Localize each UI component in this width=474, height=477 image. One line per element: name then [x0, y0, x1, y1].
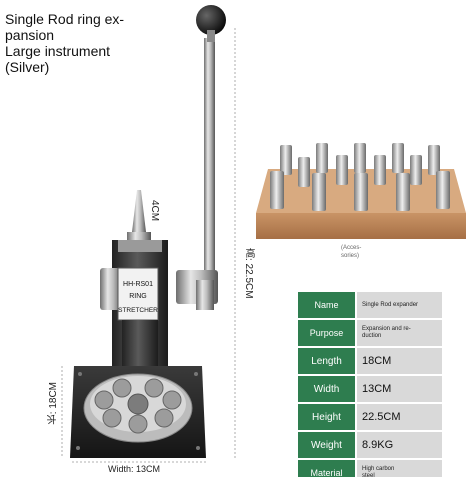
spec-table: Name Single Rod expander Purpose Expansi… [298, 292, 442, 477]
spec-value: High carbon steel [357, 460, 442, 477]
spec-value: 13CM [357, 376, 442, 402]
spec-row-name: Name Single Rod expander [298, 292, 442, 318]
plate-ring-text: RING [129, 293, 147, 300]
spec-value: Expansion and re- duction [357, 320, 442, 346]
spec-row-material: Material High carbon steel [298, 460, 442, 477]
spec-value: 18CM [357, 348, 442, 374]
product-title: Single Rod ring ex- pansion Large instru… [5, 11, 124, 75]
dimension-height: 高: 22.5CM [243, 248, 254, 299]
spec-label: Height [298, 404, 355, 430]
title-line-3: Large instrument [5, 43, 111, 59]
plate-stretcher-text: STRETCHER [118, 307, 158, 314]
name-plate [117, 267, 159, 321]
spec-value: Single Rod expander [357, 292, 442, 318]
spec-row-width: Width 13CM [298, 376, 442, 402]
dimension-top: 4CM [149, 200, 160, 222]
dimension-width: Width: 13CM [108, 464, 161, 474]
spec-label: Length [298, 348, 355, 374]
spec-row-length: Length 18CM [298, 348, 442, 374]
spec-row-height: Height 22.5CM [298, 404, 442, 430]
ring-stretcher-machine: HH-RS01 RING STRETCHER [61, 5, 236, 463]
accessories-caption: (Acces- sories) [341, 245, 362, 259]
spec-label: Purpose [298, 320, 355, 346]
title-line-1: Single Rod ring ex- [5, 11, 125, 27]
spec-label: Name [298, 292, 355, 318]
plate-model-text: HH-RS01 [123, 281, 153, 288]
spec-label: Weight [298, 432, 355, 458]
title-line-2: pansion [5, 27, 55, 43]
spec-label: Width [298, 376, 355, 402]
accessory-tray [256, 143, 466, 239]
title-line-4: (Silver) [5, 59, 50, 75]
cone-mandrel [132, 190, 146, 232]
tray-pins [270, 143, 450, 211]
lever-knob [196, 5, 226, 35]
spec-row-purpose: Purpose Expansion and re- duction [298, 320, 442, 346]
spec-value: 8.9KG [357, 432, 442, 458]
spec-row-weight: Weight 8.9KG [298, 432, 442, 458]
spec-value: 22.5CM [357, 404, 442, 430]
dimension-length: 长: 18CM [48, 382, 59, 425]
spec-label: Material [298, 460, 355, 477]
lever-arm [204, 38, 215, 288]
